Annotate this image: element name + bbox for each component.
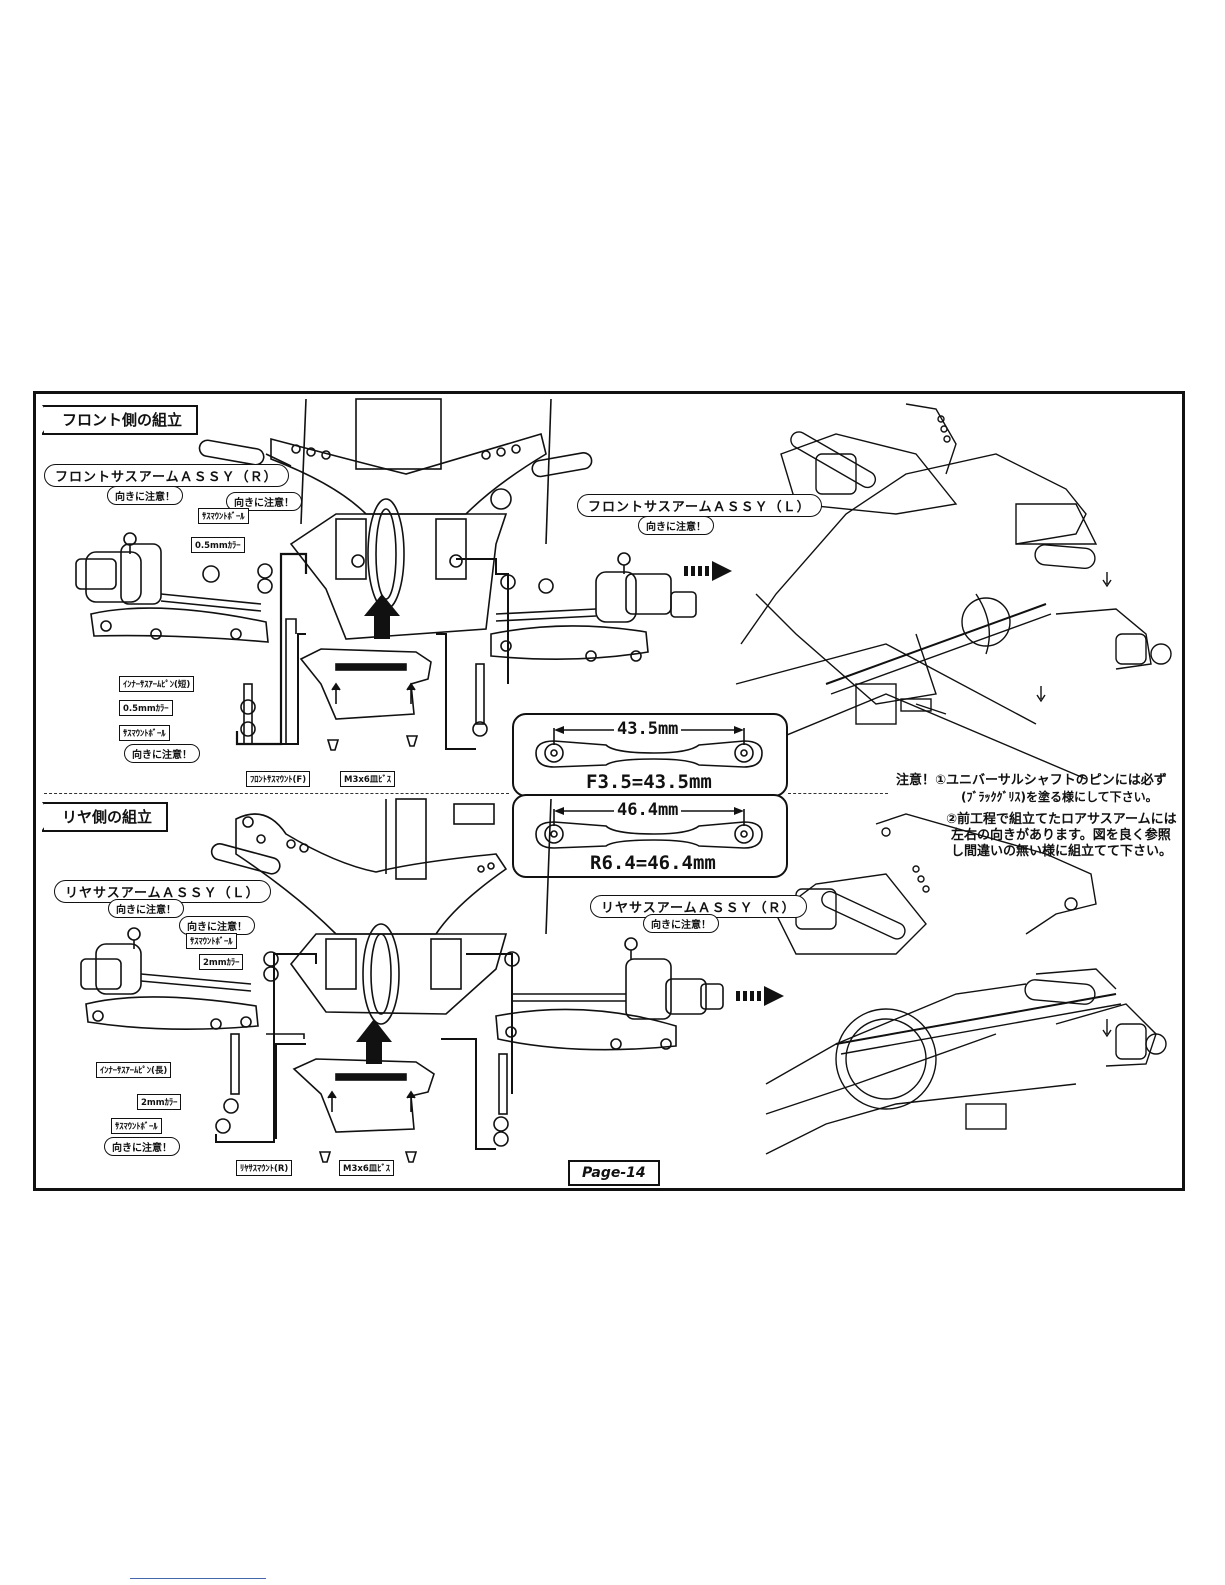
instruction-frame: フロント側の組立 bbox=[33, 391, 1185, 1191]
front-spacing-callout: 43.5mm F3.5=43.5mm bbox=[512, 713, 788, 797]
rear-chassis-drawing bbox=[80, 798, 1167, 1163]
caution-line-1: 注意！①ユニバーサルシャフトのピンには必ず bbox=[896, 773, 1167, 788]
section-divider-right bbox=[788, 793, 888, 794]
front-part-ball-label-2: ｻｽﾏｳﾝﾄﾎﾞｰﾙ bbox=[119, 725, 170, 741]
rear-dim-equation: R6.4=46.4mm bbox=[590, 852, 716, 874]
front-note-orient-3: 向きに注意！ bbox=[638, 516, 714, 535]
front-dim-equation: F3.5=43.5mm bbox=[586, 771, 712, 793]
rear-part-ball-label-2: ｻｽﾏｳﾝﾄﾎﾞｰﾙ bbox=[111, 1118, 162, 1134]
caution-line-3: ②前工程で組立てたロアサスアームには bbox=[946, 812, 1177, 827]
rear-spacing-callout: 46.4mm R6.4=46.4mm bbox=[512, 794, 788, 878]
front-part-collar-label: 0.5mmｶﾗｰ bbox=[191, 537, 245, 553]
rear-note-orient-1: 向きに注意！ bbox=[108, 899, 184, 918]
rear-part-collar-label-2: 2mmｶﾗｰ bbox=[137, 1094, 182, 1110]
rear-part-pin-label: ｲﾝﾅｰｻｽｱｰﾑﾋﾟﾝ(長) bbox=[96, 1062, 172, 1078]
caution-line-2: (ﾌﾞﾗｯｸｸﾞﾘｽ)を塗る様にして下さい。 bbox=[961, 790, 1158, 804]
page-number-badge: Page-14 bbox=[568, 1160, 660, 1186]
footer-link-underline bbox=[130, 1578, 266, 1579]
rear-note-orient-4: 向きに注意！ bbox=[104, 1137, 180, 1156]
front-part-pin-label: ｲﾝﾅｰｻｽｱｰﾑﾋﾟﾝ(短) bbox=[119, 676, 195, 692]
rear-screw-label: M3x6皿ﾋﾞｽ bbox=[339, 1160, 395, 1176]
rear-dim-value: 46.4mm bbox=[614, 800, 682, 820]
front-note-orient-1: 向きに注意！ bbox=[107, 486, 183, 505]
front-mount-label: ﾌﾛﾝﾄｻｽﾏｳﾝﾄ(F) bbox=[246, 771, 311, 787]
rear-mount-label: ﾘﾔｻｽﾏｳﾝﾄ(R) bbox=[236, 1160, 293, 1176]
rear-assy-r-label: リヤサスアームＡＳＳＹ（Ｒ） bbox=[590, 895, 807, 918]
front-part-collar-label-2: 0.5mmｶﾗｰ bbox=[119, 700, 173, 716]
front-assy-r-label: フロントサスアームＡＳＳＹ（Ｒ） bbox=[44, 464, 289, 487]
front-dim-value: 43.5mm bbox=[614, 719, 682, 739]
front-note-orient-2: 向きに注意！ bbox=[226, 492, 302, 511]
rear-part-ball-label: ｻｽﾏｳﾝﾄﾎﾞｰﾙ bbox=[186, 933, 237, 949]
front-part-ball-label: ｻｽﾏｳﾝﾄﾎﾞｰﾙ bbox=[198, 508, 249, 524]
caution-line-5: し間違いの無い様に組立てて下さい。 bbox=[951, 844, 1173, 859]
rear-section-title: リヤ側の組立 bbox=[42, 802, 169, 832]
section-divider-left bbox=[44, 793, 509, 794]
rear-note-orient-2: 向きに注意！ bbox=[179, 916, 255, 935]
rear-assy-l-label: リヤサスアームＡＳＳＹ（Ｌ） bbox=[54, 880, 271, 903]
front-note-orient-4: 向きに注意！ bbox=[124, 744, 200, 763]
front-screw-label: M3x6皿ﾋﾞｽ bbox=[340, 771, 396, 787]
front-chassis-drawing bbox=[75, 398, 1172, 780]
front-section-title: フロント側の組立 bbox=[42, 405, 199, 435]
front-assy-l-label: フロントサスアームＡＳＳＹ（Ｌ） bbox=[577, 494, 822, 517]
caution-line-4: 左右の向きがあります。図を良く参照 bbox=[951, 828, 1171, 843]
rear-note-orient-3: 向きに注意！ bbox=[643, 914, 719, 933]
rear-part-collar-label: 2mmｶﾗｰ bbox=[199, 954, 244, 970]
